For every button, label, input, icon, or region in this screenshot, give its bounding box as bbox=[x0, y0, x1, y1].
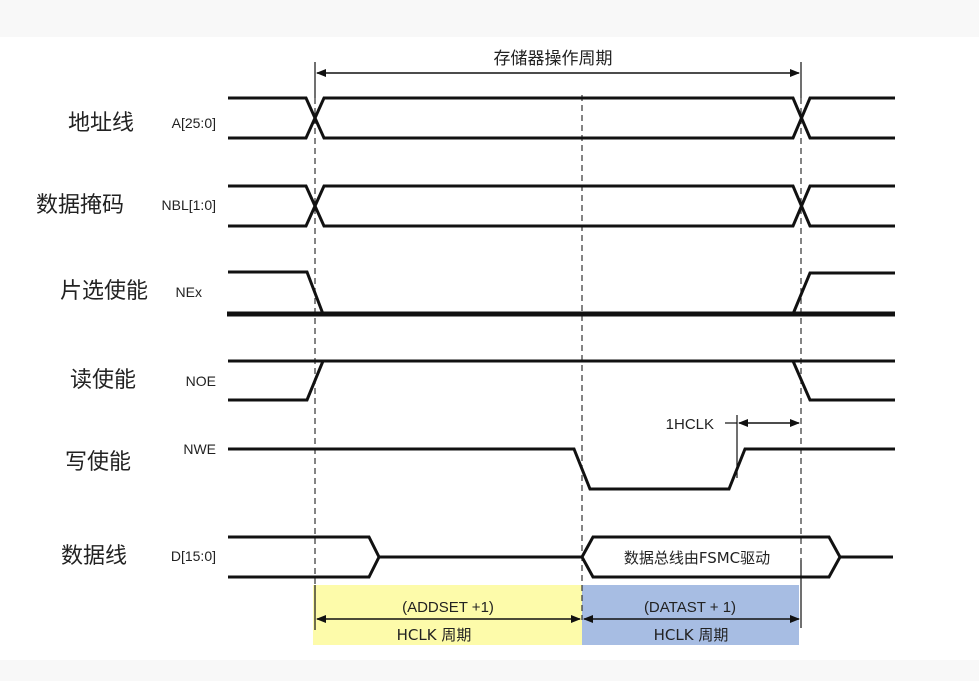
signal-noe-waveform bbox=[228, 359, 895, 402]
data-bus-label: 数据总线由FSMC驱动 bbox=[624, 549, 770, 567]
addset-top-label: (ADDSET +1) bbox=[402, 599, 494, 616]
signal-nwe-cn-label: 写使能 bbox=[65, 450, 131, 475]
one-hclk-label: 1HCLK bbox=[666, 416, 714, 433]
signal-address-cn-label: 地址线 bbox=[68, 111, 134, 136]
signal-data-cn-label: 数据线 bbox=[61, 544, 127, 569]
signal-nwe-name: NWE bbox=[183, 441, 216, 457]
signal-nex-cn-label: 片选使能 bbox=[60, 279, 148, 304]
signal-noe-cn-label: 读使能 bbox=[70, 368, 136, 393]
signal-nex-name: NEx bbox=[176, 284, 202, 300]
signal-nex-waveform bbox=[227, 270, 895, 317]
top-band bbox=[0, 0, 979, 37]
signal-nbl-cn-label: 数据掩码 bbox=[36, 193, 124, 218]
signal-nwe-waveform bbox=[228, 447, 895, 491]
signal-data-waveform bbox=[228, 535, 893, 579]
signal-noe-name: NOE bbox=[186, 373, 216, 389]
signal-data-name: D[15:0] bbox=[171, 548, 216, 564]
datast-bottom-label: HCLK 周期 bbox=[654, 626, 729, 644]
signal-address-name: A[25:0] bbox=[172, 115, 216, 131]
signal-address-waveform bbox=[228, 96, 895, 140]
bottom-band bbox=[0, 660, 979, 681]
signal-nbl-waveform bbox=[228, 184, 895, 228]
datast-top-label: (DATAST + 1) bbox=[644, 599, 736, 616]
memory-cycle-label: 存储器操作周期 bbox=[494, 49, 613, 69]
addset-bottom-label: HCLK 周期 bbox=[397, 626, 472, 644]
signal-nbl-name: NBL[1:0] bbox=[162, 197, 216, 213]
